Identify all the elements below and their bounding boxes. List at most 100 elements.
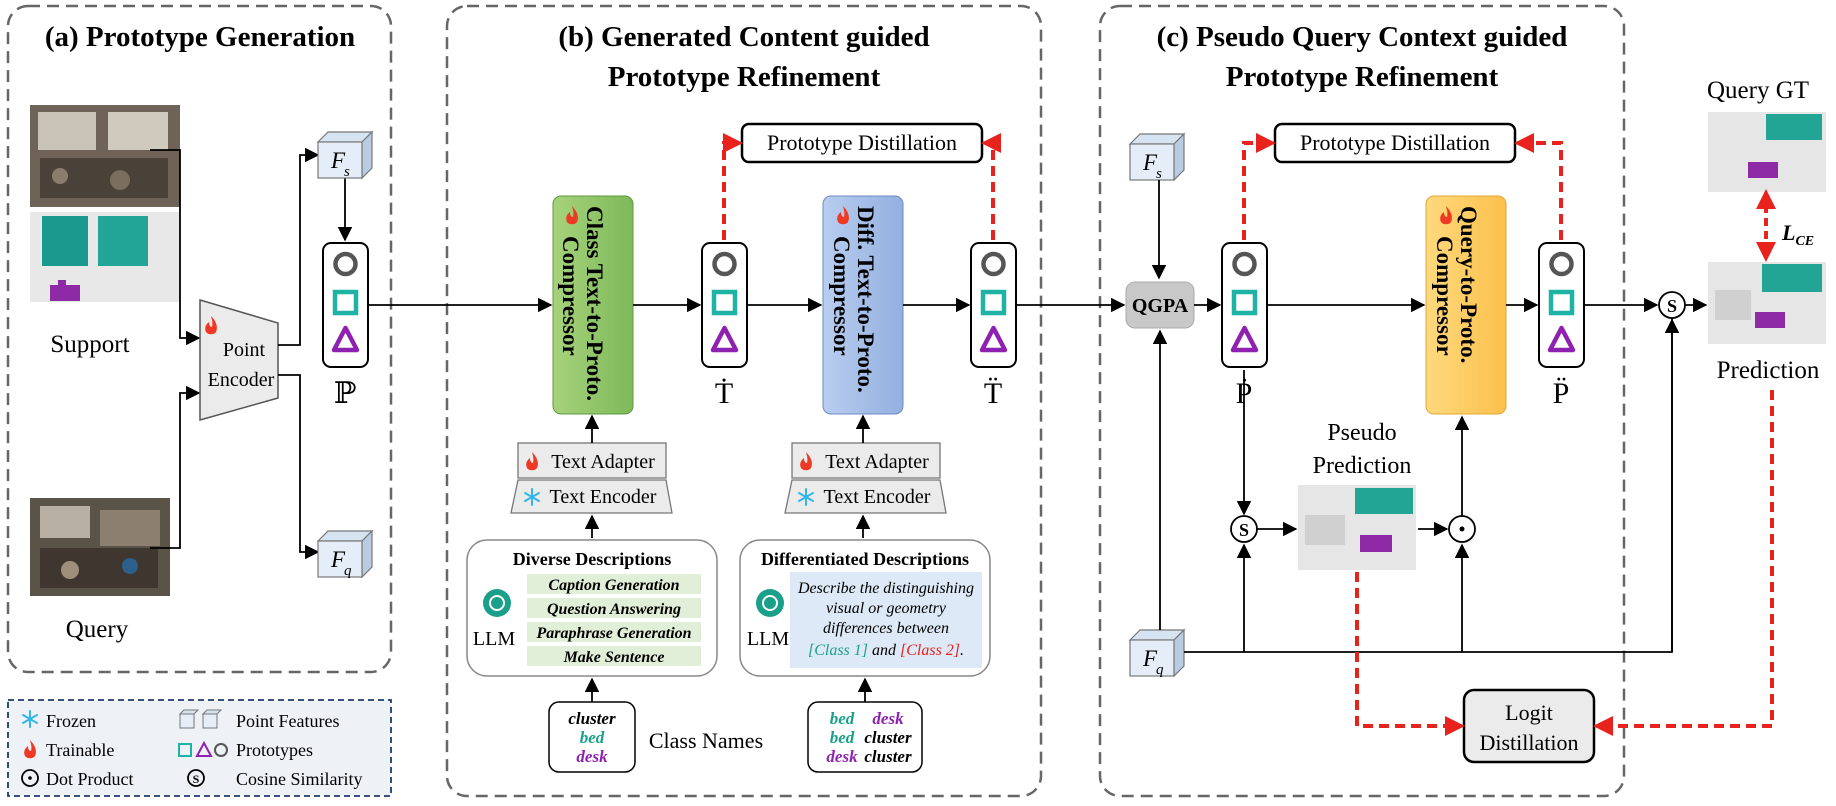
logit-distillation-label-line2: Distillation: [1480, 730, 1579, 755]
text-adapter-class: [517, 442, 667, 479]
llm-label-diff: LLM: [747, 628, 789, 650]
llm-logo-diff: [756, 589, 784, 617]
pair1-left: bed: [830, 709, 855, 728]
llm-label-diverse: LLM: [473, 628, 515, 650]
proto-P-label: ℙ: [334, 377, 357, 410]
diff-compressor-label-line2: Compressor: [829, 236, 854, 356]
legend-cosine-icon: S: [187, 769, 205, 787]
cosine-similarity-node-pseudo: S: [1230, 515, 1258, 543]
panel-a-title: (a) Prototype Generation: [45, 21, 355, 53]
panel-b-title-line1: (b) Generated Content guided: [558, 21, 929, 53]
diff-prompt-line1: Describe the distinguishing: [797, 580, 974, 597]
period-token: .: [960, 642, 964, 659]
text-encoder-diff-label: Text Encoder: [824, 486, 931, 508]
query-feature-cube: F q: [316, 529, 374, 579]
panel-c-title-line2: Prototype Refinement: [1226, 61, 1499, 93]
prediction-image: [1708, 262, 1826, 344]
prototype-distillation-c-label: Prototype Distillation: [1300, 130, 1490, 155]
query-feature-cube-c: F q: [1128, 628, 1186, 678]
panel-a-frame: [6, 4, 393, 674]
svg-text:q: q: [1156, 662, 1164, 678]
name-cluster: cluster: [568, 709, 616, 728]
query-gt-image: [1708, 112, 1826, 192]
differentiated-descriptions-title: Differentiated Descriptions: [761, 549, 969, 569]
prediction-label: Prediction: [1717, 357, 1820, 384]
cosine-similarity-node-output: S: [1658, 291, 1686, 319]
pseudo-prediction-label-line2: Prediction: [1313, 453, 1412, 479]
legend-trainable: Trainable: [46, 740, 114, 760]
svg-text:F: F: [330, 148, 346, 173]
text-adapter-diff: [791, 442, 941, 479]
legend-dot-product-icon: [21, 769, 39, 787]
proto-T2-label: T̈: [984, 377, 1002, 410]
prototype-distillation-b-label: Prototype Distillation: [767, 130, 957, 155]
diff-prompt-bg: [790, 572, 982, 668]
pair3-right: cluster: [864, 747, 912, 766]
proto-T1-label: Ṫ: [715, 377, 733, 410]
support-feature-cube-c: F s: [1128, 132, 1186, 182]
pseudo-prediction-label-line1: Pseudo: [1327, 420, 1396, 446]
text-encoder-diff: [784, 479, 947, 514]
class1-token: [Class 1]: [808, 642, 868, 659]
svg-text:F: F: [330, 547, 346, 572]
encoder-label-line2: Encoder: [208, 369, 275, 391]
llm-logo-diverse: [483, 589, 511, 617]
fq-distribution-lines: [1152, 318, 1680, 653]
q2p-compressor-label-line1: Query-to-Proto.: [1456, 206, 1481, 363]
pseudo-prediction-image: [1298, 485, 1416, 570]
logit-distill-red-arrows: [1355, 390, 1774, 736]
name-desk: desk: [576, 747, 608, 766]
support-label: Support: [50, 331, 129, 358]
legend-point-features-icon: [178, 709, 223, 729]
class2-token: [Class 2]: [900, 642, 960, 659]
distill-b-red-arrows: [722, 133, 1001, 240]
pair3-left: desk: [826, 747, 858, 766]
pair1-right: desk: [872, 709, 904, 728]
distill-c-red-arrows: [1242, 133, 1563, 240]
legend-cosine-similarity: Cosine Similarity: [236, 769, 363, 789]
legend-point-features: Point Features: [236, 711, 340, 731]
support-feature-cube: F s: [316, 130, 374, 180]
class-compressor-label-line1: Class Text-to-Proto.: [582, 206, 607, 401]
legend-dot-product: Dot Product: [46, 769, 134, 789]
diff-prompt-line4: [Class 1]and[Class 2].: [808, 642, 964, 659]
diff-prompt-line2: visual or geometry: [826, 600, 947, 617]
svg-text:q: q: [344, 563, 352, 579]
svg-text:S: S: [1239, 520, 1249, 540]
prototype-column-P2: [1538, 242, 1585, 368]
support-mask-image: [30, 212, 180, 302]
point-encoder: [199, 298, 279, 421]
task-paraphrase-generation: Paraphrase Generation: [535, 625, 691, 642]
class-names-box-single: [548, 701, 636, 773]
class-names-box-pairs: [807, 701, 923, 773]
prototype-column-T1: [701, 242, 748, 368]
legend-frozen: Frozen: [46, 711, 96, 731]
panel-c-title-line1: (c) Pseudo Query Context guided: [1157, 21, 1568, 53]
encoder-label-line1: Point: [223, 339, 266, 361]
support-scene-image: [30, 105, 180, 207]
pair2-right: cluster: [864, 728, 912, 747]
svg-text:s: s: [344, 164, 350, 180]
panel-b-frame: [445, 4, 1043, 798]
and-token: and: [872, 642, 897, 659]
svg-text:S: S: [193, 772, 200, 786]
svg-text:F: F: [1142, 646, 1158, 671]
diff-prompt-line3: differences between: [823, 620, 949, 637]
text-adapter-diff-label: Text Adapter: [825, 451, 929, 473]
proto-P2-label: P̈: [1553, 377, 1570, 410]
diverse-task-list: Caption Generation Question Answering Pa…: [527, 574, 701, 666]
query-scene-image: [30, 498, 170, 596]
logit-distillation-label-line1: Logit: [1505, 700, 1553, 725]
dot-product-node: [1448, 515, 1476, 543]
prototype-column-P1: [1221, 242, 1268, 368]
diff-compressor-label-line1: Diff. Text-to-Proto.: [853, 206, 878, 393]
encoder-input-lines: [150, 149, 201, 549]
panel-c-frame: [1098, 4, 1626, 798]
prototype-column-P: [322, 242, 369, 368]
q2p-compressor-label-line2: Compressor: [1432, 236, 1457, 356]
svg-text:S: S: [1667, 296, 1677, 316]
task-make-sentence: Make Sentence: [563, 649, 665, 666]
class-names-label: Class Names: [649, 728, 763, 753]
svg-text:F: F: [1142, 150, 1158, 175]
